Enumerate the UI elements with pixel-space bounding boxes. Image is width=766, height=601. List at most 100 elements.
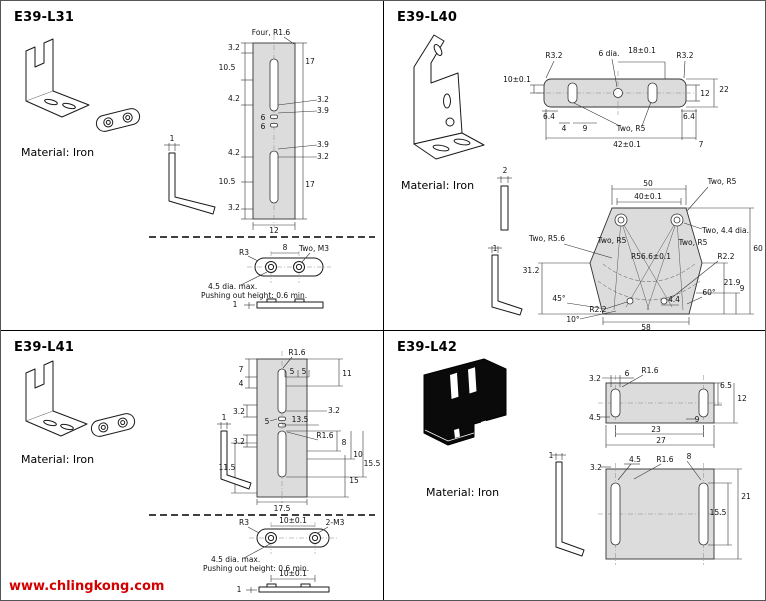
note-label: Pushing out height: 0.6 min. — [203, 564, 309, 573]
l40-fan-dims — [538, 185, 754, 325]
dim-label: 21 — [741, 492, 751, 501]
dim-label: 7 — [699, 140, 704, 149]
dim-label: 18±0.1 — [628, 46, 656, 55]
dim-label: Two, M3 — [298, 244, 329, 253]
dim-label: 1 — [493, 244, 498, 253]
material-label: Material: Iron — [426, 486, 500, 499]
panel-e39-l40: E39-L40 Material: Iron — [384, 1, 765, 331]
watermark: www.chlingkong.com — [9, 579, 165, 594]
note-label: 4.5 dia. max. — [208, 282, 257, 291]
dim-label: 21.9 — [724, 278, 741, 287]
l40-thickness-view — [497, 176, 512, 231]
l40-drawing: R3.2 6 dia. 18±0.1 R3.2 10±0.1 12 22 6.4… — [413, 34, 763, 330]
dim-label: 8 — [342, 438, 347, 447]
panel-e39-l42: E39-L42 Material: Iron — [384, 331, 765, 600]
dim-label: R2.2 — [589, 305, 606, 314]
dim-label: 31.2 — [523, 266, 540, 275]
dim-label: 9 — [695, 415, 700, 424]
dim-label: Two, R5.6 — [528, 234, 565, 243]
dim-label: 17 — [305, 57, 315, 66]
dim-label: 6 — [261, 122, 266, 131]
l40-top-dims — [530, 58, 718, 140]
dim-label: 3.2 — [328, 406, 340, 415]
dim-label: R1.6 — [288, 348, 305, 357]
dim-label: 6 — [625, 369, 630, 378]
dim-label: 11 — [342, 369, 352, 378]
dim-label: 10.5 — [219, 177, 236, 186]
note-label: 4.5 dia. max. — [211, 555, 260, 564]
dim-label: R3 — [239, 518, 249, 527]
dim-label: 4.5 — [589, 413, 601, 422]
l31-plate-iso — [95, 108, 141, 132]
dim-label: 6.5 — [720, 381, 732, 390]
l42-front-view — [598, 463, 722, 565]
dim-label: R3.2 — [676, 51, 693, 60]
dim-label: 7 — [239, 365, 244, 374]
material-label: Material: Iron — [401, 179, 475, 192]
dim-label: R1.6 — [641, 366, 658, 375]
panel-e39-l41: E39-L41 Material: Iron — [1, 331, 384, 600]
dim-label: R56.6±0.1 — [631, 252, 671, 261]
l41-bracket-iso — [25, 360, 88, 437]
dim-label: 12 — [269, 226, 279, 235]
material-label: Material: Iron — [21, 146, 95, 159]
dim-label: R1.6 — [656, 455, 673, 464]
dim-label: 4 — [239, 379, 244, 388]
dim-label: 3.9 — [317, 140, 329, 149]
dim-label: 45° — [552, 294, 566, 303]
material-label: Material: Iron — [21, 453, 95, 466]
dim-label: 3.2 — [233, 407, 245, 416]
l41-plate-iso — [90, 413, 136, 437]
l31-front-view — [252, 35, 296, 227]
dim-label: 5 — [302, 367, 307, 376]
dim-label: 17 — [305, 180, 315, 189]
l41-drawing: R1.6 7 4 5 5 11 3.2 5 3.2 13.5 3.2 R1.6 … — [25, 348, 381, 594]
dim-label: 6 dia. — [599, 49, 620, 58]
l40-fan-view — [589, 207, 703, 315]
dim-label: 3.2 — [590, 463, 602, 472]
dim-label: 4.2 — [228, 148, 240, 157]
panel-title: E39-L31 — [14, 10, 75, 25]
dim-label: 15 — [349, 476, 359, 485]
l42-front-dims — [601, 460, 742, 560]
panel-e39-l31: E39-L31 Material: Iron — [1, 1, 384, 331]
dim-label: 3.2 — [317, 95, 329, 104]
dim-label: 17.5 — [274, 504, 291, 513]
dim-label: 2-M3 — [326, 518, 345, 527]
dim-label: 3.9 — [317, 106, 329, 115]
dim-label: 40±0.1 — [634, 192, 662, 201]
dim-label: 2 — [503, 166, 508, 175]
l40-bracket-iso — [413, 34, 485, 160]
dim-label: 1 — [170, 134, 175, 143]
l40-side-view — [488, 246, 523, 316]
note-label: Pushing out height: 0.6 min. — [201, 291, 307, 300]
dim-label: 10.5 — [219, 63, 236, 72]
dim-label: Four, R1.6 — [252, 28, 291, 37]
dim-label: 1 — [233, 300, 238, 309]
l41-mount-detail — [243, 522, 337, 593]
dim-label: 15.5 — [364, 459, 381, 468]
dim-label: 6.4 — [683, 112, 695, 121]
dim-label: 10±0.1 — [279, 516, 307, 525]
dim-label: 9 — [583, 124, 588, 133]
dim-label: 4 — [562, 124, 567, 133]
dim-label: 50 — [643, 179, 653, 188]
dim-label: 6 — [261, 113, 266, 122]
dim-label: 8 — [687, 452, 692, 461]
dim-label: 4.4 — [668, 295, 680, 304]
dim-label: 10° — [566, 315, 580, 324]
dim-label: 6.4 — [543, 112, 555, 121]
dim-label: 1 — [237, 585, 242, 594]
dim-label: 1 — [549, 451, 554, 460]
dim-label: 11.5 — [219, 463, 236, 472]
l31-bracket-iso — [25, 38, 90, 118]
dim-label: Two, R5 — [616, 124, 646, 133]
dim-label: 42±0.1 — [613, 140, 641, 149]
dim-label: 13.5 — [292, 415, 309, 424]
dim-label: 5 — [265, 417, 270, 426]
dim-label: 3.2 — [228, 203, 240, 212]
dim-label: 27 — [656, 436, 666, 445]
dim-label: 8 — [283, 243, 288, 252]
dim-label: 60° — [702, 288, 716, 297]
dim-label: 3.2 — [233, 437, 245, 446]
